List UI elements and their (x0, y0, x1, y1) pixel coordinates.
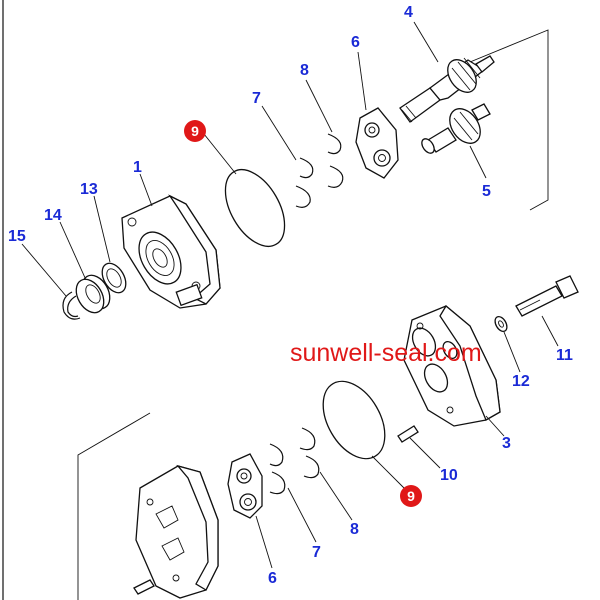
callout-9-bottom-badge: 9 (400, 485, 422, 507)
callout-3: 3 (502, 435, 511, 452)
pump-body (403, 305, 501, 427)
bolt (515, 275, 579, 317)
washer (494, 315, 508, 333)
drive-gear-shaft (399, 55, 495, 123)
backup-rings-top (295, 157, 314, 208)
seal-rings-top (327, 133, 344, 188)
frame-bracket-bottom-left (77, 412, 151, 600)
frame-bracket-top-right (469, 29, 549, 211)
backup-rings-bottom (269, 443, 286, 495)
watermark-text: sunwell-seal.com (290, 339, 482, 367)
leader-lines (21, 21, 559, 569)
callout-8-bottom: 8 (350, 521, 359, 538)
callout-6-top: 6 (351, 34, 360, 51)
callout-8-top: 8 (300, 62, 309, 79)
callout-11: 11 (556, 347, 573, 364)
callout-4: 4 (404, 4, 413, 21)
callout-10: 10 (440, 467, 458, 484)
oil-seal (101, 262, 127, 294)
front-cover-flange (121, 194, 221, 309)
thrust-plate-top (355, 107, 399, 179)
bearing (75, 274, 111, 314)
callout-7-bottom: 7 (312, 544, 321, 561)
gasket-top (224, 169, 286, 247)
callout-1: 1 (133, 159, 142, 176)
callout-15: 15 (8, 228, 26, 245)
callout-9-top: 9 (191, 123, 199, 139)
gasket-bottom (322, 380, 386, 460)
callout-7-top: 7 (252, 90, 261, 107)
callout-9-top-badge: 9 (184, 120, 206, 142)
rear-cover (135, 464, 219, 599)
seal-rings-bottom (299, 427, 320, 479)
dowel-pin (397, 425, 419, 443)
snap-ring (62, 291, 81, 320)
callout-5: 5 (482, 183, 491, 200)
callout-14: 14 (44, 207, 62, 224)
callout-12: 12 (512, 373, 530, 390)
driven-gear (421, 103, 491, 154)
dowel-pin-bottom (133, 579, 155, 595)
callout-6-bottom: 6 (268, 570, 277, 587)
thrust-plate-bottom (227, 453, 263, 519)
callout-13: 13 (80, 181, 98, 198)
callout-9-bottom: 9 (407, 488, 415, 504)
